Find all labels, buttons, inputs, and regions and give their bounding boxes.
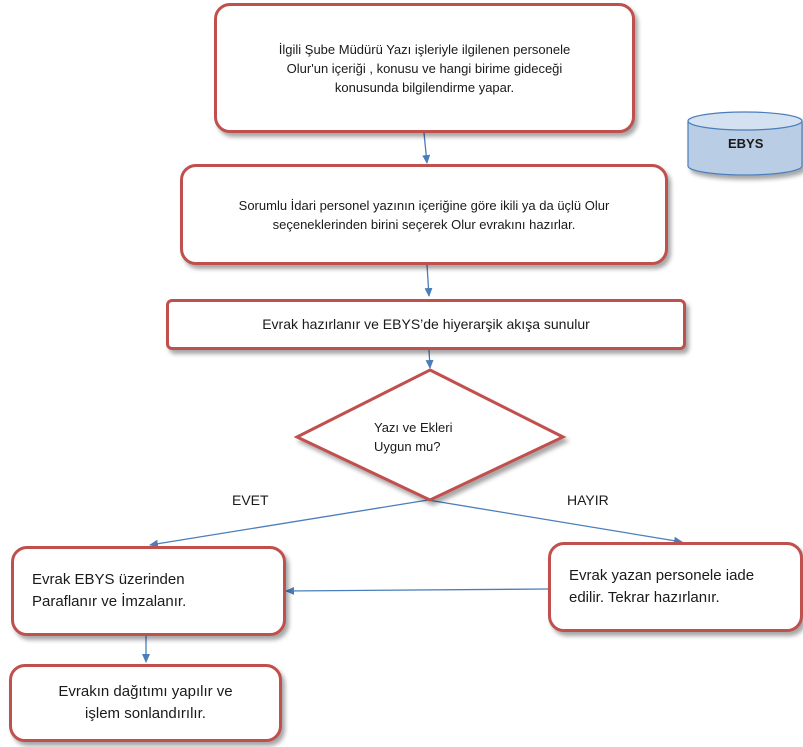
arrow-inform-to-prepare xyxy=(422,132,431,164)
edge-label-yes: EVET xyxy=(232,492,269,508)
arrow-return-to-sign xyxy=(285,586,549,595)
step-submit-text: Evrak hazırlanır ve EBYS’de hiyerarşik a… xyxy=(262,316,590,332)
arrow-prepare-to-submit xyxy=(424,264,433,297)
step-inform-box: İlgili Şube Müdürü Yazı işleriyle ilgile… xyxy=(214,3,635,133)
decision-diamond xyxy=(293,368,567,502)
decision-text: Yazı ve Ekleri Uygun mu? xyxy=(374,420,453,454)
step-distribute-box: Evrakın dağıtımı yapılır ve işlem sonlan… xyxy=(9,664,282,742)
database-label: EBYS xyxy=(728,136,764,151)
arrow-decision-to-return xyxy=(427,499,683,545)
arrow-submit-to-decision xyxy=(425,349,434,369)
step-sign-text: Evrak EBYS üzerinden Paraflanır ve İmzal… xyxy=(32,571,187,610)
step-return-text: Evrak yazan personele iade edilir. Tekra… xyxy=(569,567,755,606)
step-prepare-text: Sorumlu İdari personel yazının içeriğine… xyxy=(238,197,610,232)
step-distribute-text: Evrakın dağıtımı yapılır ve işlem sonlan… xyxy=(58,683,233,722)
arrow-decision-to-sign xyxy=(149,499,429,548)
step-prepare-box: Sorumlu İdari personel yazının içeriğine… xyxy=(180,164,668,265)
step-submit-box: Evrak hazırlanır ve EBYS’de hiyerarşik a… xyxy=(166,299,686,350)
step-inform-text: İlgili Şube Müdürü Yazı işleriyle ilgile… xyxy=(278,41,571,95)
edge-label-no: HAYIR xyxy=(567,492,609,508)
step-sign-box: Evrak EBYS üzerinden Paraflanır ve İmzal… xyxy=(11,546,286,636)
step-return-box: Evrak yazan personele iade edilir. Tekra… xyxy=(548,542,803,632)
database-cylinder-icon xyxy=(687,111,803,176)
